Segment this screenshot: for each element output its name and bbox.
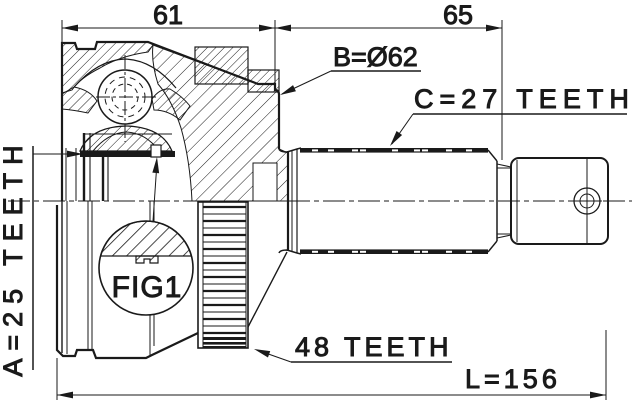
label-a-teeth: A=25 TEETH bbox=[0, 137, 28, 376]
label-48-teeth: 48 TEETH bbox=[295, 332, 453, 362]
tone-ring-section bbox=[194, 46, 249, 85]
tone-ring-teeth bbox=[203, 205, 246, 348]
bell-back-cone-edge bbox=[247, 251, 288, 328]
callout-b-diameter: B=Ø62 bbox=[280, 42, 421, 95]
callout-a-teeth: A=25 TEETH bbox=[0, 137, 83, 377]
abs-tone-ring bbox=[197, 201, 249, 349]
bell-lower-outline bbox=[55, 205, 199, 360]
label-fig1: FIG1 bbox=[112, 271, 183, 304]
fig1-detail-circle: FIG1 bbox=[98, 157, 194, 316]
dim-61-label: 61 bbox=[153, 0, 183, 30]
shaft-spline-band bbox=[300, 148, 488, 254]
dim-65-label: 65 bbox=[443, 0, 473, 30]
fig1-leader-arrow bbox=[152, 157, 160, 174]
dimension-overall-length: L=156 bbox=[57, 364, 606, 399]
label-c-teeth: C=27 TEETH bbox=[414, 84, 635, 114]
callout-48-teeth: 48 TEETH bbox=[254, 332, 453, 363]
bell-housing-section bbox=[60, 40, 289, 202]
callout-c-teeth: C=27 TEETH bbox=[390, 84, 635, 146]
bell-upper-outline bbox=[60, 40, 281, 201]
fig1-snapring-groove bbox=[135, 255, 159, 264]
snap-ring bbox=[150, 144, 162, 158]
label-l156: L=156 bbox=[465, 364, 561, 394]
label-b-diameter: B=Ø62 bbox=[333, 42, 418, 72]
ball-bearing bbox=[96, 55, 157, 142]
inner-race-section bbox=[79, 125, 173, 152]
inner-race-bore bbox=[65, 133, 175, 201]
fig1-section-hatch bbox=[99, 220, 193, 257]
